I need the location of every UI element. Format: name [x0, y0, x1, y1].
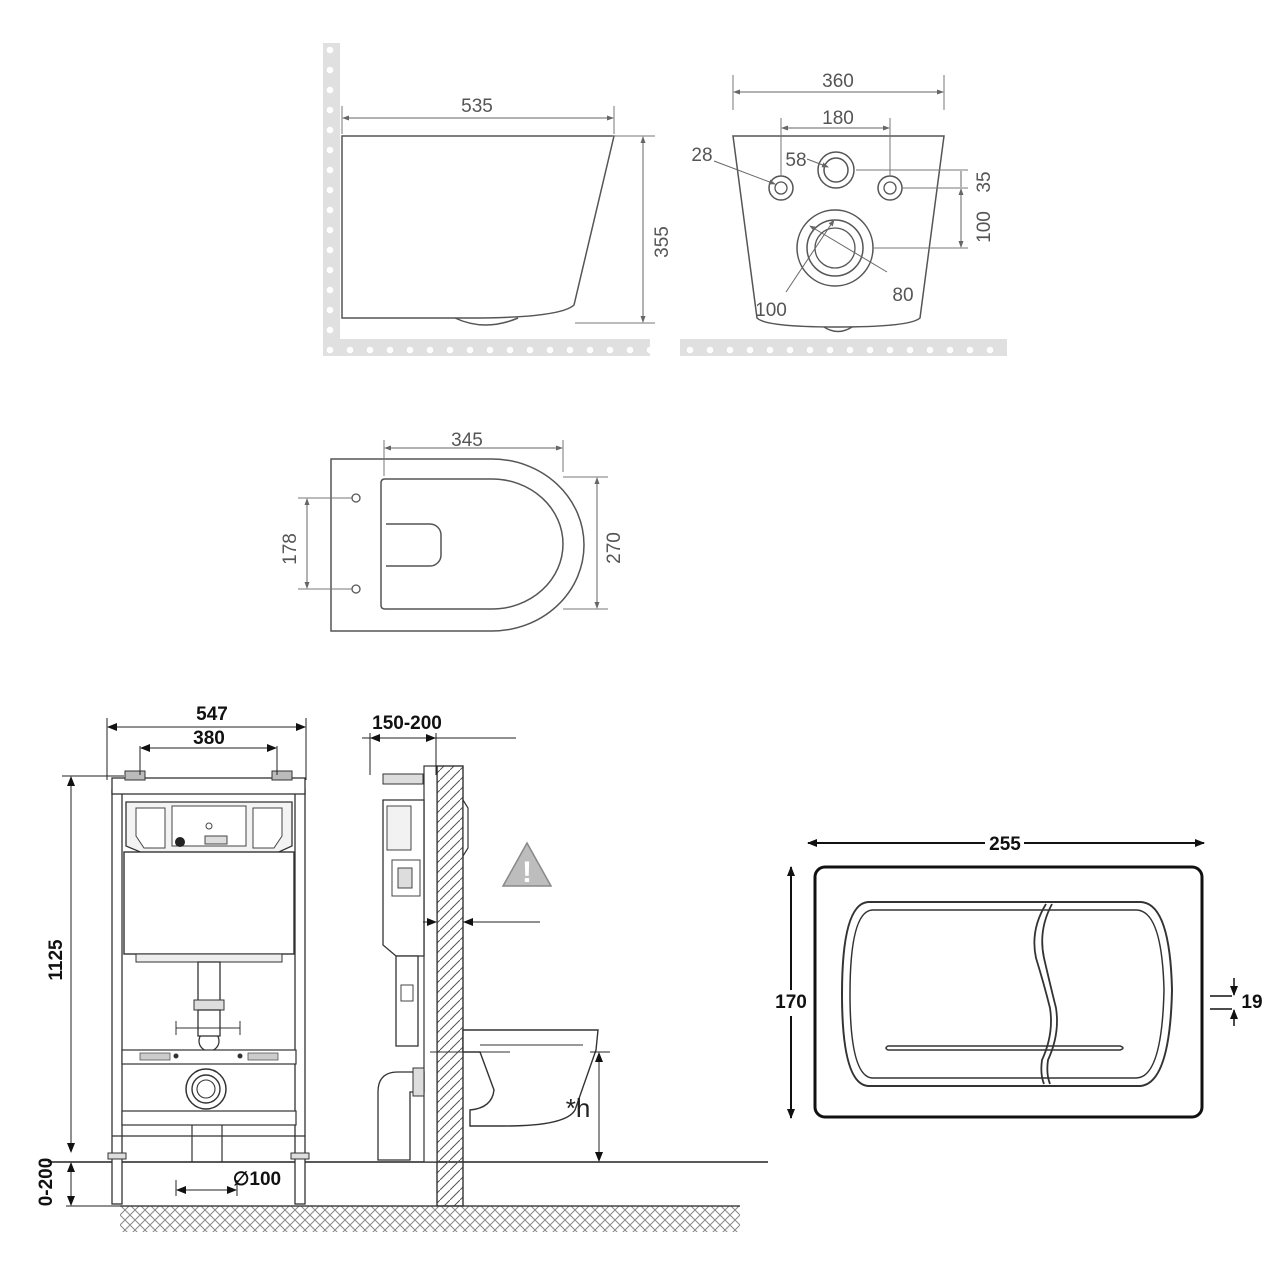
dim-380-label: 380	[193, 728, 225, 749]
dim-58-label: 58	[785, 150, 806, 171]
bowl-side-outline	[341, 135, 615, 319]
dim-1125-label: 1125	[46, 939, 67, 981]
flush-pipe	[197, 961, 221, 1003]
fixing-hole-right	[877, 175, 903, 201]
dim-178-label: 178	[280, 533, 301, 565]
dim-170-label: 170	[775, 992, 807, 1013]
flush-plate-slot	[885, 1045, 1124, 1051]
dim-535-label: 535	[461, 96, 493, 117]
floor-section	[323, 339, 650, 356]
dim-pipe-label: ∅100	[233, 1169, 281, 1190]
bolt-hole-top	[351, 493, 361, 503]
bowl-rear-outline	[732, 135, 945, 328]
inlet-hole	[817, 151, 855, 189]
dual-flush-divider	[1033, 903, 1052, 1085]
frame-top-rail	[111, 777, 306, 795]
floor-base	[120, 1206, 740, 1232]
dim-355-label: 355	[652, 226, 673, 258]
toilet-rear-view: 360 180 28 58 35 100 100 80	[680, 71, 1007, 356]
bolt-hole-bottom	[351, 584, 361, 594]
dim-345-label: 345	[451, 430, 483, 451]
fixing-hole-left	[768, 175, 794, 201]
dim-h-label: *h	[566, 1093, 591, 1123]
toilet-top-view: 345 270 178	[280, 430, 625, 632]
outlet-spigot	[454, 317, 519, 326]
svg-text:!: !	[522, 856, 532, 889]
frame-front-view: ∅100 547 380 1125 0-200	[36, 704, 768, 1232]
dim-19-label: 19	[1241, 992, 1262, 1013]
warning-icon: !	[501, 841, 553, 889]
flush-plate-outline	[813, 865, 1204, 1119]
bowl-top-outline	[330, 458, 585, 632]
frame-side-post	[423, 765, 438, 1163]
dim-0-200-label: 0-200	[36, 1158, 57, 1207]
dim-150-200-label: 150-200	[372, 713, 442, 734]
frame-side-view: 150-200 *h !	[362, 713, 610, 1207]
side-toilet-pan	[462, 1029, 599, 1127]
bowl-opening	[386, 523, 442, 567]
dim-360-label: 360	[822, 71, 854, 92]
dim-547-label: 547	[196, 704, 228, 725]
rear-floor-section	[680, 339, 1007, 356]
frame-lower-rail	[121, 1110, 297, 1126]
dim-100-outlet-label: 100	[755, 300, 787, 321]
dim-180-label: 180	[822, 108, 854, 129]
frame-left-post	[111, 789, 123, 1205]
wall-section	[323, 43, 340, 355]
dim-100-drop-label: 100	[974, 211, 995, 243]
bowl-rim	[380, 478, 564, 610]
flush-plate-view: 255 170 19	[775, 834, 1263, 1119]
cistern-body	[123, 851, 295, 955]
frame-right-post	[294, 789, 306, 1205]
toilet-side-view: 535 355	[323, 43, 673, 356]
flush-button-outer	[840, 901, 1174, 1087]
dim-35-label: 35	[974, 171, 995, 192]
dim-255-label: 255	[989, 834, 1021, 855]
dim-80-label: 80	[892, 285, 913, 306]
outlet-hole	[796, 209, 874, 287]
wall-section-hatched	[436, 765, 464, 1207]
dim-28-label: 28	[691, 145, 712, 166]
dim-270-label: 270	[604, 532, 625, 564]
